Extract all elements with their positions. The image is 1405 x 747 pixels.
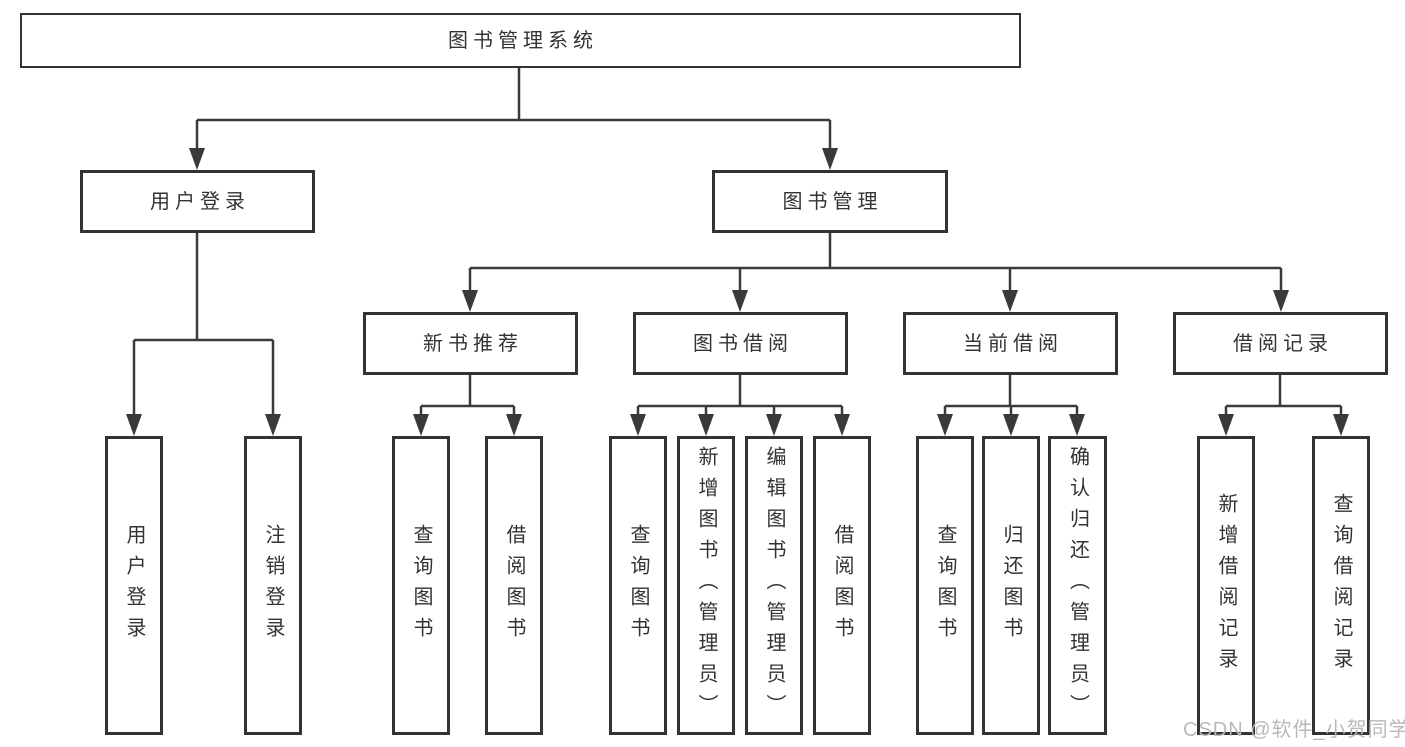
arrowhead — [630, 414, 646, 436]
arrowhead — [698, 414, 714, 436]
node-label: 图书管理 — [782, 190, 883, 213]
arrowhead — [834, 414, 850, 436]
node-root-system: 图书管理系统 — [20, 13, 1021, 68]
node-label: 借阅记录 — [1233, 332, 1333, 355]
csdn-watermark: CSDN @软件_小贺同学 — [1183, 719, 1405, 741]
node-book-borrowing: 图书借阅 — [633, 312, 848, 375]
arrowhead — [937, 414, 953, 436]
node-label: 确认归还（管理员） — [1066, 446, 1089, 725]
leaf-add-borrow-record: 新增借阅记录 — [1197, 436, 1255, 735]
node-label: 图书借阅 — [693, 332, 793, 355]
node-label: 查询图书 — [627, 523, 649, 648]
node-label: 图书管理系统 — [448, 29, 598, 52]
arrowhead — [462, 290, 478, 312]
connector-borrow-records-to-leaves — [1218, 375, 1349, 436]
node-label: 查询图书 — [934, 523, 956, 648]
node-borrowing-records: 借阅记录 — [1173, 312, 1388, 375]
arrowhead — [189, 148, 205, 170]
connector-user-login-to-leaves — [126, 233, 281, 436]
arrowhead — [413, 414, 429, 436]
node-label: 查询图书 — [410, 523, 432, 648]
connector-book-mgmt-to-level3 — [462, 233, 1289, 312]
node-new-book-recommend: 新书推荐 — [363, 312, 578, 375]
leaf-query-books-under-current: 查询图书 — [916, 436, 974, 735]
leaf-confirm-return-admin: 确认归还（管理员） — [1048, 436, 1107, 735]
leaf-borrow-books-under-borrowing: 借阅图书 — [813, 436, 871, 735]
node-label: 用户登录 — [150, 190, 250, 213]
arrowhead — [1333, 414, 1349, 436]
arrowhead — [265, 414, 281, 436]
leaf-return-book: 归还图书 — [982, 436, 1040, 735]
node-label: 编辑图书（管理员） — [763, 446, 785, 725]
arrowhead — [732, 290, 748, 312]
arrowhead — [1002, 290, 1018, 312]
leaf-edit-book-admin: 编辑图书（管理员） — [745, 436, 803, 735]
arrowhead — [506, 414, 522, 436]
node-label: 新书推荐 — [423, 332, 523, 355]
connector-root-to-level2 — [189, 68, 838, 170]
arrowhead — [126, 414, 142, 436]
leaf-query-borrow-record: 查询借阅记录 — [1312, 436, 1370, 735]
node-book-management: 图书管理 — [712, 170, 948, 233]
node-label: 注销登录 — [262, 523, 284, 648]
arrowhead — [766, 414, 782, 436]
connector-new-book-rec-to-leaves — [413, 375, 522, 436]
node-label: 用户登录 — [123, 523, 145, 648]
leaf-user-login: 用户登录 — [105, 436, 163, 735]
arrowhead — [1003, 414, 1019, 436]
connector-current-borrow-to-leaves — [937, 375, 1085, 436]
node-label: 新增图书（管理员） — [695, 446, 717, 725]
node-user-login: 用户登录 — [80, 170, 315, 233]
node-label: 查询借阅记录 — [1330, 492, 1352, 679]
node-label: 归还图书 — [1000, 523, 1022, 648]
node-label: 借阅图书 — [503, 523, 525, 648]
arrowhead — [1218, 414, 1234, 436]
leaf-logout: 注销登录 — [244, 436, 302, 735]
node-label: 当前借阅 — [963, 332, 1063, 355]
leaf-query-books-under-recommend: 查询图书 — [392, 436, 450, 735]
arrowhead — [1069, 414, 1085, 436]
leaf-borrow-books-under-recommend: 借阅图书 — [485, 436, 543, 735]
arrowhead — [822, 148, 838, 170]
arrowhead — [1273, 290, 1289, 312]
leaf-query-books-under-borrowing: 查询图书 — [609, 436, 667, 735]
node-current-borrowing: 当前借阅 — [903, 312, 1118, 375]
node-label: 借阅图书 — [831, 523, 853, 648]
node-label: 新增借阅记录 — [1215, 492, 1237, 679]
leaf-add-book-admin: 新增图书（管理员） — [677, 436, 735, 735]
connector-book-borrow-to-leaves — [630, 375, 850, 436]
